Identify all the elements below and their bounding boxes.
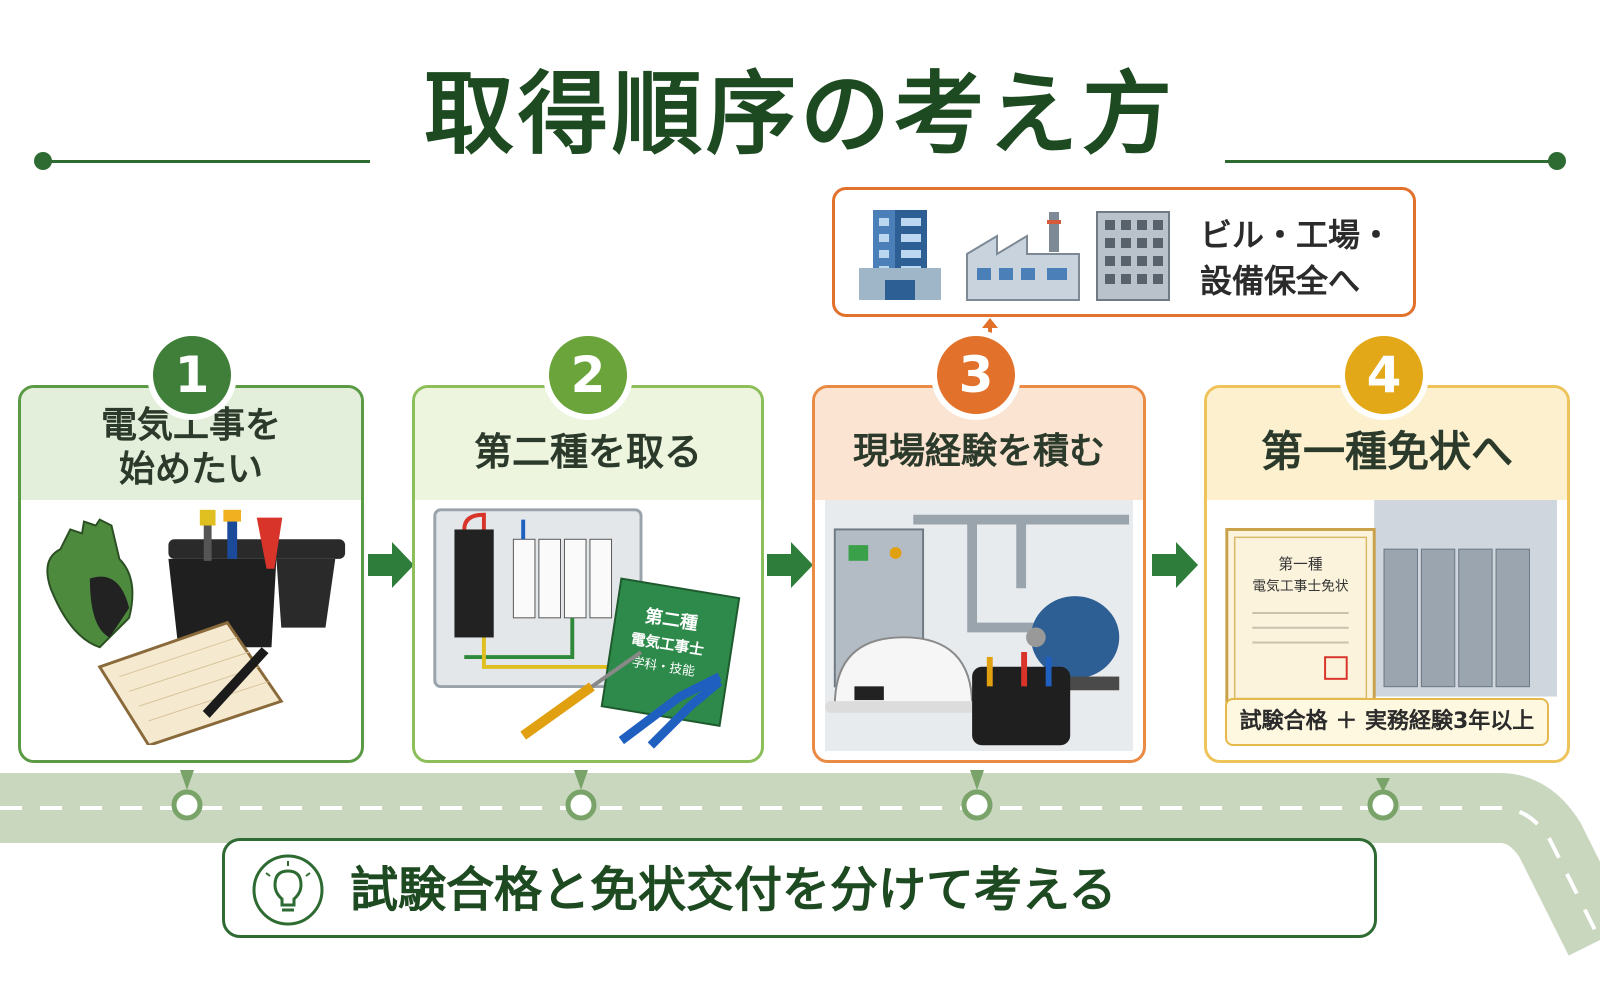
road-pin-1: [171, 770, 203, 821]
step-card-1: 電気工事を始めたい: [18, 385, 364, 763]
flow-arrow-1: [368, 542, 414, 588]
flow-arrow-3: [1152, 542, 1198, 588]
certificate-line2: 電気工事士免状: [1252, 578, 1349, 594]
lightbulb-icon: [252, 854, 324, 926]
step-card-4: 第一種免状へ 第一種 電気工事士免状 試験合格 ＋ 実務経験3年以上: [1204, 385, 1570, 763]
screwdriver-icon: [520, 650, 643, 740]
title-dot-right: [1548, 152, 1566, 170]
hard-hat-icon: [825, 636, 982, 713]
step-3-site-illustration: [825, 500, 1133, 752]
tool-bag-icon: [972, 652, 1071, 746]
title-line-right: [1225, 160, 1557, 163]
step-card-2: 第二種を取る 第二種 電気工事士 学科・技能: [412, 385, 764, 763]
equipment-building-icon: [1096, 211, 1170, 301]
key-point-note: 試験合格と免状交付を分けて考える: [222, 838, 1377, 938]
step-number-badge-4: 4: [1339, 330, 1429, 420]
step-number-badge-2: 2: [543, 330, 633, 420]
notebook-icon: [97, 620, 284, 746]
page-title: 取得順序の考え方: [424, 62, 1176, 167]
career-callout: ビル・工場・ 設備保全へ: [832, 187, 1416, 317]
callout-label: ビル・工場・ 設備保全へ: [1200, 212, 1410, 304]
pipe-icon: [913, 514, 1130, 633]
step-4-certificate-illustration: 第一種 電気工事士免状: [1225, 500, 1557, 708]
callout-connector-arrow: [982, 318, 998, 338]
step-3-title: 現場経験を積む: [852, 431, 1105, 472]
note-text: 試験合格と免状交付を分けて考える: [350, 862, 1117, 918]
requirement-label: 試験合格 ＋ 実務経験3年以上: [1225, 698, 1549, 746]
breaker-panel-icon: [433, 508, 643, 689]
title-line-left: [42, 160, 370, 163]
step-number-badge-1: 1: [147, 330, 237, 420]
step-number-badge-3: 3: [931, 330, 1021, 420]
road-pin-2: [565, 770, 597, 821]
pliers-icon: [618, 672, 723, 749]
callout-label-line1: ビル・工場・: [1200, 216, 1393, 254]
step-1-header: 電気工事を始めたい: [21, 388, 361, 500]
road-pin-4: [1367, 778, 1399, 821]
step-1-tools-illustration: [46, 509, 346, 746]
tool-belt-icon: [168, 509, 346, 648]
step-4-title: 第一種免状へ: [1260, 426, 1513, 476]
step-4-header: 第一種免状へ: [1207, 388, 1567, 500]
title-dot-left: [34, 152, 52, 170]
step-2-title: 第二種を取る: [473, 429, 702, 474]
certificate-line1: 第一種: [1278, 555, 1322, 573]
step-card-3: 現場経験を積む: [812, 385, 1146, 763]
switchgear-icon: [1383, 548, 1530, 688]
road-pin-3: [961, 770, 993, 821]
step-1-title-line2: 始めたい: [118, 449, 263, 490]
callout-label-line2: 設備保全へ: [1200, 262, 1361, 300]
step-2-panel-illustration: 第二種 電気工事士 学科・技能: [433, 508, 741, 749]
flow-arrow-2: [767, 542, 813, 588]
factory-icon: [966, 212, 1080, 301]
office-building-icon: [859, 210, 941, 300]
glove-icon: [46, 518, 134, 649]
certificate-icon: 第一種 電気工事士免状: [1225, 528, 1376, 708]
